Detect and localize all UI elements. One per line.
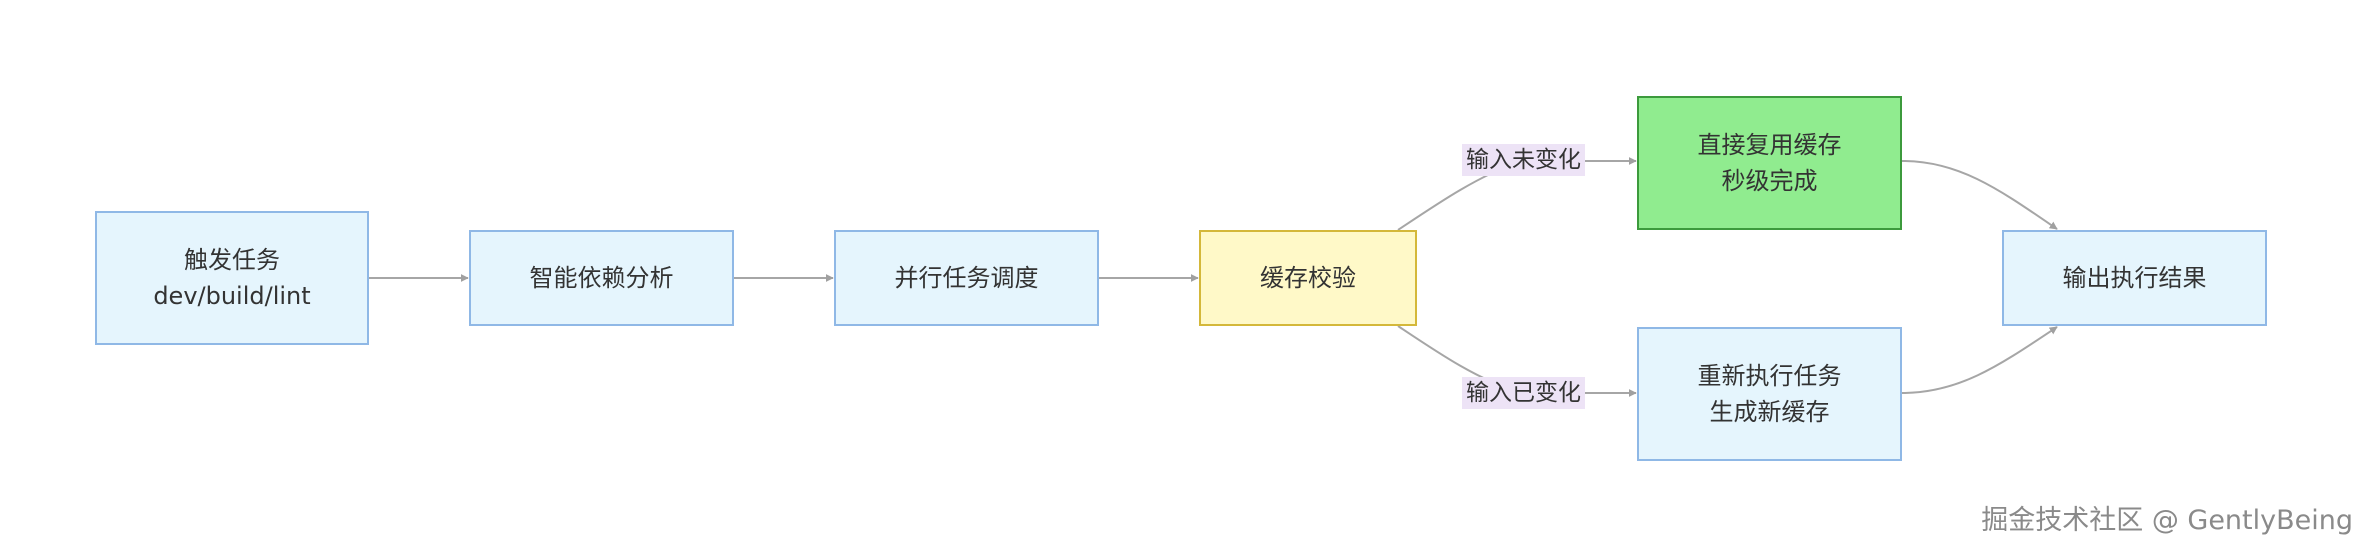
- node-dependency-analysis-label: 智能依赖分析: [529, 264, 674, 292]
- node-cache-check-label: 缓存校验: [1260, 264, 1356, 292]
- node-rerun-task: 重新执行任务 生成新缓存: [1637, 327, 1902, 461]
- node-trigger-task-title: 触发任务: [184, 246, 280, 274]
- node-parallel-scheduling: 并行任务调度: [834, 230, 1099, 326]
- edge-label-input-unchanged: 输入未变化: [1462, 144, 1585, 176]
- node-reuse-cache-title: 直接复用缓存: [1697, 131, 1842, 159]
- node-cache-check: 缓存校验: [1199, 230, 1417, 326]
- node-reuse-cache: 直接复用缓存 秒级完成: [1637, 96, 1902, 230]
- node-parallel-scheduling-label: 并行任务调度: [894, 264, 1039, 292]
- edge-rerun-to-output: [1901, 326, 2058, 394]
- edge-label-input-changed: 输入已变化: [1462, 377, 1585, 409]
- edge-reuse-to-output: [1901, 160, 2058, 230]
- node-trigger-task: 触发任务 dev/build/lint: [95, 211, 369, 345]
- watermark: 掘金技术社区 @ GentlyBeing: [1981, 505, 2353, 536]
- node-rerun-task-subtitle: 生成新缓存: [1709, 398, 1830, 426]
- node-dependency-analysis: 智能依赖分析: [469, 230, 734, 326]
- node-output-result-label: 输出执行结果: [2062, 264, 2207, 292]
- node-trigger-task-commands: dev/build/lint: [153, 282, 311, 310]
- node-reuse-cache-subtitle: 秒级完成: [1721, 167, 1818, 195]
- node-rerun-task-title: 重新执行任务: [1697, 362, 1842, 390]
- node-output-result: 输出执行结果: [2002, 230, 2267, 326]
